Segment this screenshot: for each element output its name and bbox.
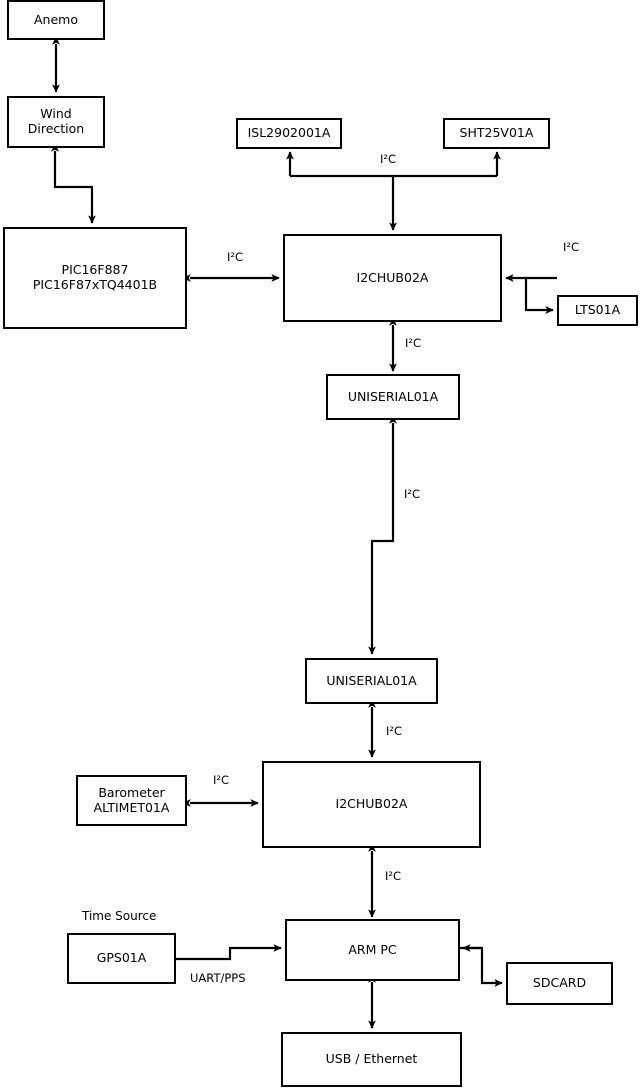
node-uniserial01a-bottom[interactable]: UNISERIAL01A	[305, 658, 438, 704]
node-i2chub02a-top-label: I2CHUB02A	[356, 269, 429, 285]
node-gps01a-label: GPS01A	[96, 950, 147, 966]
node-usb-ethernet-label: USB / Ethernet	[325, 1051, 418, 1067]
connector-gps-armpc	[176, 944, 282, 961]
edge-label-i2c-hub-uniserial: I²C	[405, 336, 422, 350]
node-sht25v01a[interactable]: SHT25V01A	[443, 118, 550, 149]
node-uniserial01a-top[interactable]: UNISERIAL01A	[326, 374, 460, 420]
edge-label-i2c-hub-lts: I²C	[563, 240, 580, 254]
node-gps01a[interactable]: GPS01A	[67, 933, 176, 984]
connector-wind-pic	[51, 143, 96, 224]
node-anemo[interactable]: Anemo	[7, 0, 105, 40]
node-sht25v01a-label: SHT25V01A	[459, 125, 534, 141]
node-pic-microcontroller-label: PIC16F887 PIC16F87xTQ4401B	[32, 262, 158, 292]
edge-label-i2c-hubbot-armpc: I²C	[385, 869, 402, 883]
node-lts01a[interactable]: LTS01A	[557, 295, 638, 326]
node-wind-direction-label: Wind Direction	[27, 106, 85, 136]
node-i2chub02a-bottom-label: I2CHUB02A	[335, 796, 408, 812]
node-lts01a-label: LTS01A	[574, 302, 621, 318]
node-barometer-altimet01a-label: Barometer ALTIMET01A	[93, 784, 170, 815]
node-usb-ethernet[interactable]: USB / Ethernet	[281, 1032, 462, 1087]
edge-label-i2c-uniserial-hubbot: I²C	[386, 724, 403, 738]
edge-label-i2c-pic-hub: I²C	[227, 250, 244, 264]
node-arm-pc[interactable]: ARM PC	[285, 919, 460, 981]
label-time-source: Time Source	[82, 909, 157, 923]
node-isl2902001a-label: ISL2902001A	[247, 125, 331, 141]
node-sdcard[interactable]: SDCARD	[506, 962, 613, 1005]
node-pic-microcontroller[interactable]: PIC16F887 PIC16F87xTQ4401B	[3, 227, 187, 329]
node-wind-direction[interactable]: Wind Direction	[7, 96, 105, 148]
connector-armpc-sdcard-out	[459, 946, 503, 987]
edge-label-i2c-uniserial-link: I²C	[404, 487, 421, 501]
node-arm-pc-label: ARM PC	[348, 941, 397, 957]
node-anemo-label: Anemo	[34, 11, 78, 27]
node-i2chub02a-top[interactable]: I2CHUB02A	[283, 234, 502, 322]
edge-label-i2c-bus-top: I²C	[380, 152, 397, 166]
connector-uniserial-link	[368, 415, 397, 655]
node-uniserial01a-top-label: UNISERIAL01A	[347, 388, 439, 404]
edge-label-i2c-barometer-hubbot: I²C	[213, 773, 230, 787]
node-uniserial01a-bottom-label: UNISERIAL01A	[326, 672, 417, 688]
node-isl2902001a[interactable]: ISL2902001A	[236, 118, 342, 149]
node-barometer-altimet01a[interactable]: Barometer ALTIMET01A	[76, 775, 187, 826]
node-sdcard-label: SDCARD	[532, 975, 587, 991]
connector-hubtop-lts-in	[524, 276, 557, 314]
node-i2chub02a-bottom[interactable]: I2CHUB02A	[262, 761, 481, 848]
edge-label-uart-pps: UART/PPS	[190, 971, 246, 985]
